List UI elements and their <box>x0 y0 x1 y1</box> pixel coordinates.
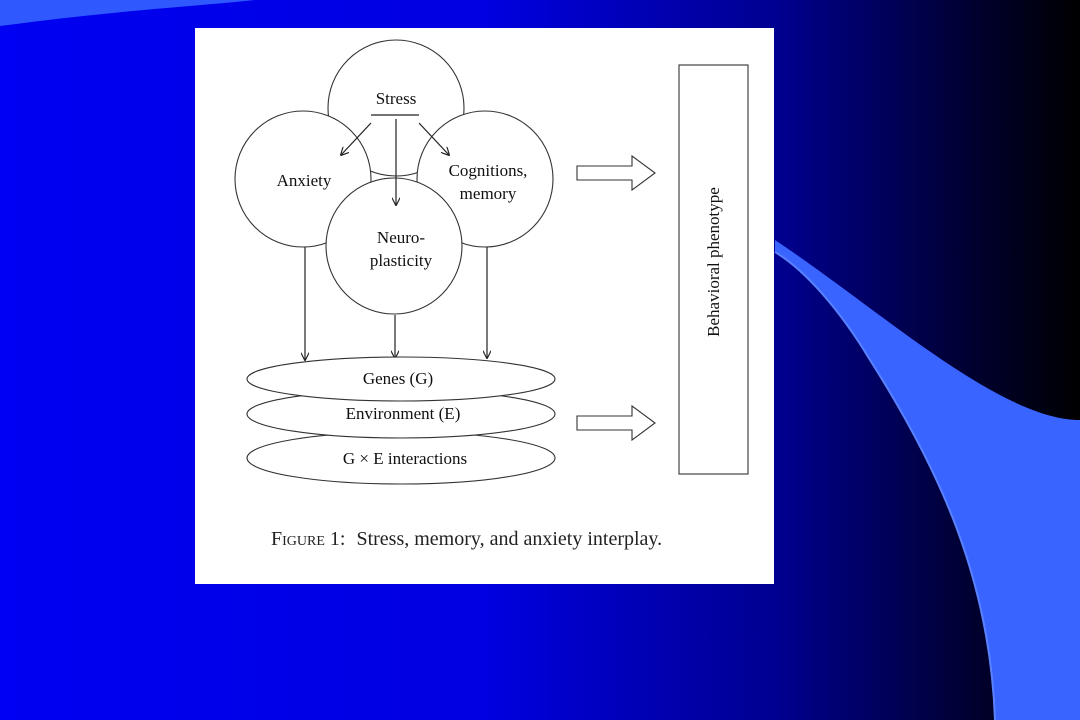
figure-caption: Figure 1: Stress, memory, and anxiety in… <box>271 528 662 550</box>
environment-label: Environment (E) <box>346 404 461 423</box>
layers-to-phenotype-arrow <box>576 404 656 442</box>
cognitions-label-line1: Cognitions, <box>449 161 528 180</box>
figure-caption-label: Figure 1: <box>271 528 345 550</box>
genes-label: Genes (G) <box>363 369 433 388</box>
behavioral-phenotype-label: Behavioral phenotype <box>704 187 723 337</box>
stress-to-cognitions-arrow <box>418 122 449 155</box>
top-left-swoosh <box>0 0 255 26</box>
neuroplasticity-circle <box>325 177 463 315</box>
cognitions-label-line2: memory <box>460 184 517 203</box>
interactions-label: G × E interactions <box>343 449 467 468</box>
neuroplasticity-label-line1: Neuro- <box>377 228 425 247</box>
diagram: Stress Anxiety Cognitions, memory Neuro-… <box>234 39 749 550</box>
behavioral-phenotype-box <box>678 64 749 475</box>
figure-caption-text: Stress, memory, and anxiety interplay. <box>356 528 662 550</box>
stress-label: Stress <box>376 89 417 108</box>
anxiety-label: Anxiety <box>277 171 332 190</box>
genes-ellipse <box>246 356 556 402</box>
circles-to-phenotype-arrow <box>576 154 656 192</box>
stress-to-anxiety-arrow <box>341 122 372 155</box>
right-swoosh-edge <box>774 251 996 720</box>
right-swoosh-shape <box>775 240 1080 720</box>
figure-panel: Stress Anxiety Cognitions, memory Neuro-… <box>195 28 774 584</box>
neuroplasticity-label-line2: plasticity <box>370 251 433 270</box>
